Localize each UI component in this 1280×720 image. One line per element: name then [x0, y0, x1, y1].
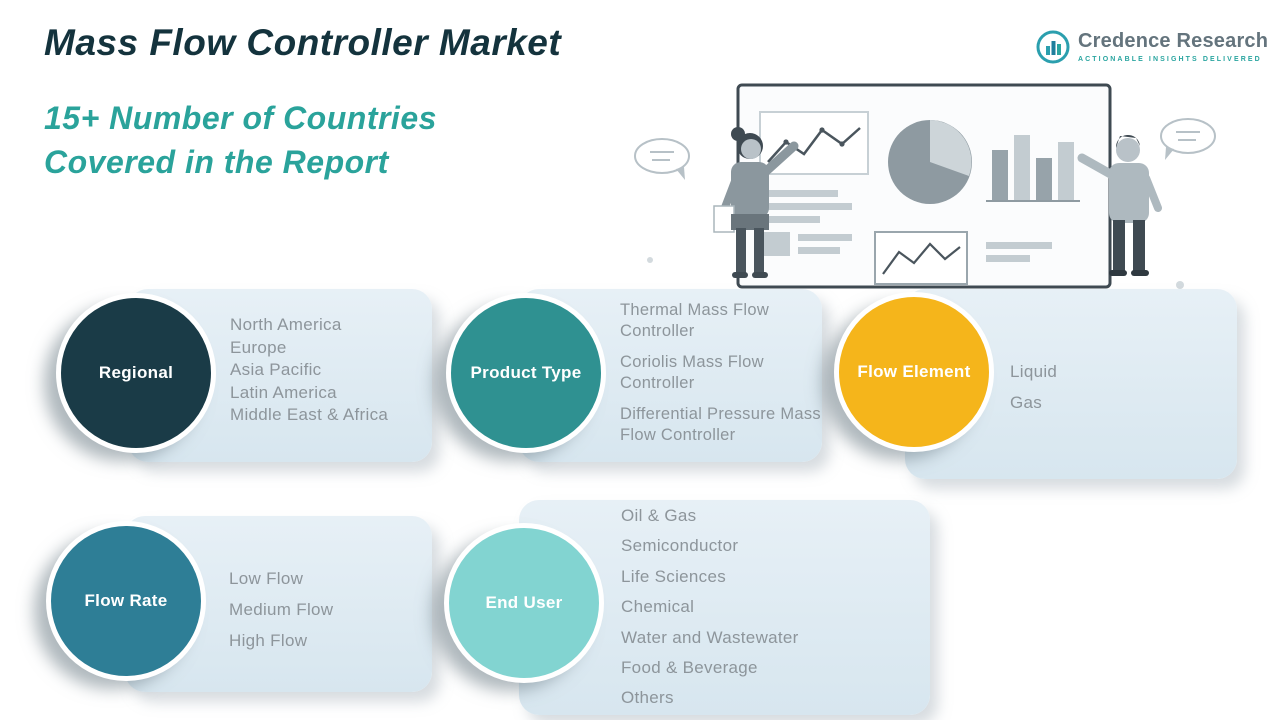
- segment-item: Food & Beverage: [621, 658, 758, 678]
- segment-item: Latin America: [230, 382, 337, 402]
- page-title: Mass Flow Controller Market: [44, 22, 562, 63]
- segment-item: High Flow: [229, 631, 308, 650]
- card-items-regional: North America Europe Asia Pacific Latin …: [230, 314, 388, 427]
- segment-item: Oil & Gas: [621, 506, 697, 525]
- card-items-flow-rate: Low Flow Medium Flow High Flow: [229, 563, 333, 656]
- card-circle-flow-rate: Flow Rate: [46, 521, 206, 681]
- text-lines: [760, 190, 852, 256]
- segment-item: Low Flow: [229, 569, 304, 588]
- whiteboard: [736, 83, 1112, 289]
- subtitle-line-1: 15+ Number of Countries: [44, 100, 437, 136]
- card-label: Regional: [98, 363, 174, 382]
- card-label: End User: [485, 593, 563, 612]
- segment-item: Semiconductor: [621, 536, 739, 556]
- bar-chart-icon: [986, 135, 1080, 202]
- card-items-end-user: Oil & Gas Semiconductor Life Sciences Ch…: [621, 501, 799, 714]
- segment-item: Life Sciences: [621, 566, 727, 586]
- logo-tagline: ACTIONABLE INSIGHTS DELIVERED: [1078, 56, 1262, 63]
- text-lines-right: [986, 242, 1052, 262]
- segment-item: Middle East & Africa: [230, 405, 389, 424]
- segment-item: Gas: [1010, 393, 1043, 412]
- speech-bubble-right: [1160, 118, 1216, 160]
- bar-chart-circle-icon: [1036, 30, 1070, 64]
- card-label: Product Type: [470, 363, 582, 382]
- card-items-product-type: Thermal Mass Flow Controller Coriolis Ma…: [620, 300, 825, 456]
- presenter-left: [713, 127, 799, 278]
- subtitle: 15+ Number of Countries Covered in the R…: [44, 96, 437, 184]
- segment-item: Thermal Mass Flow Controller: [620, 301, 770, 340]
- segment-item: Others: [621, 688, 674, 708]
- card-circle-regional: Regional: [56, 293, 216, 453]
- card-label: Flow Element: [857, 362, 971, 381]
- segment-item: Medium Flow: [229, 600, 334, 619]
- logo-name: Credence Research: [1078, 30, 1269, 52]
- brand-logo: Credence Research ACTIONABLE INSIGHTS DE…: [1036, 30, 1268, 64]
- logo-text: Credence Research ACTIONABLE INSIGHTS DE…: [1078, 30, 1268, 63]
- segment-item: Water and Wastewater: [621, 627, 799, 647]
- pie-chart-icon: [888, 120, 972, 204]
- segment-item: Europe: [230, 337, 287, 357]
- card-label: Flow Rate: [84, 591, 168, 610]
- segment-item: Chemical: [621, 597, 695, 617]
- presenter-right: [1077, 134, 1162, 276]
- segment-item: Differential Pressure Mass Flow Controll…: [620, 405, 821, 444]
- card-circle-product-type: Product Type: [446, 293, 606, 453]
- segment-item: Asia Pacific: [230, 360, 322, 379]
- card-items-flow-element: Liquid Gas: [1010, 356, 1057, 418]
- segment-item: North America: [230, 315, 342, 334]
- speech-bubble-left: [634, 138, 690, 180]
- segment-item: Coriolis Mass Flow Controller: [620, 353, 764, 392]
- trend-card-icon: [874, 231, 968, 285]
- presentation-illustration: [634, 83, 1216, 299]
- subtitle-line-2: Covered in the Report: [44, 144, 389, 180]
- segment-item: Liquid: [1010, 362, 1058, 381]
- card-circle-end-user: End User: [444, 523, 604, 683]
- card-circle-flow-element: Flow Element: [834, 292, 994, 452]
